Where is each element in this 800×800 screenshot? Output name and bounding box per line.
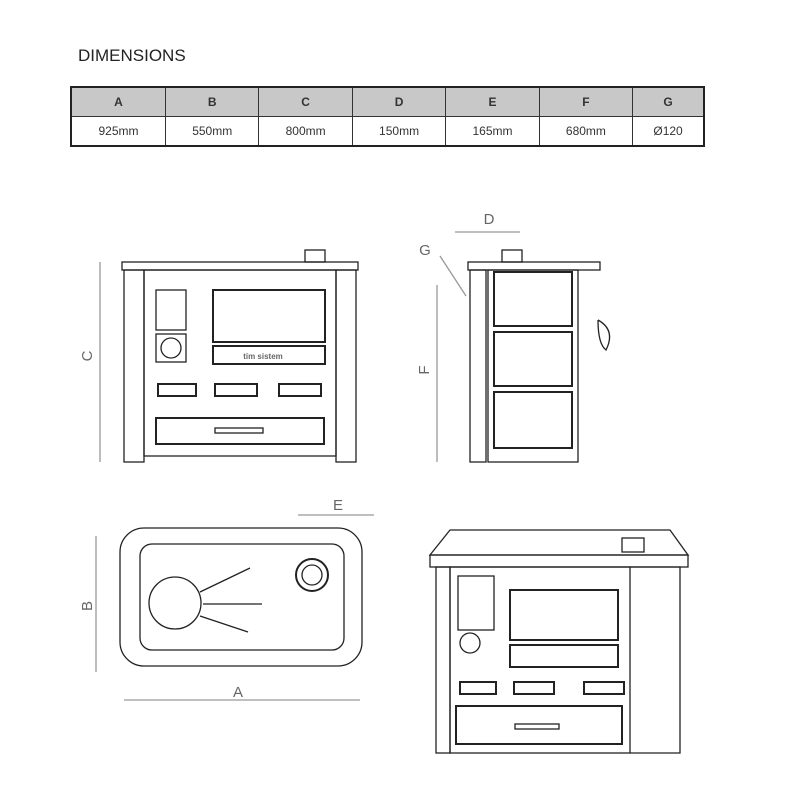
label-a: A (233, 684, 243, 701)
value-b: 550mm (164, 116, 260, 147)
label-g: G (419, 242, 431, 259)
header-e: E (445, 86, 540, 117)
page-title: DIMENSIONS (78, 46, 186, 65)
value-f: 680mm (538, 116, 634, 147)
front-view (99, 249, 359, 463)
label-c: C (79, 350, 96, 361)
value-e: 165mm (445, 116, 540, 147)
value-c: 800mm (258, 116, 353, 147)
header-b: B (164, 86, 260, 117)
table-row: 925mm 550mm 800mm 150mm 165mm 680mm Ø120 (70, 116, 705, 147)
dimensions-table: A B C D E F G 925mm 550mm 800mm 150mm 16… (70, 86, 705, 147)
value-g: Ø120 (632, 116, 705, 147)
label-f: F (416, 365, 433, 374)
label-d: D (484, 211, 495, 228)
value-d: 150mm (351, 116, 447, 147)
table-header-row: A B C D E F G (70, 86, 705, 117)
side-view (436, 231, 611, 463)
top-view (95, 514, 374, 701)
label-e: E (333, 497, 343, 514)
label-b: B (79, 601, 96, 611)
value-a: 925mm (70, 116, 166, 147)
header-d: D (351, 86, 447, 117)
header-a: A (70, 86, 166, 117)
header-g: G (632, 86, 705, 117)
brand-logo: tim sistem (243, 352, 283, 361)
perspective-view (428, 529, 690, 754)
